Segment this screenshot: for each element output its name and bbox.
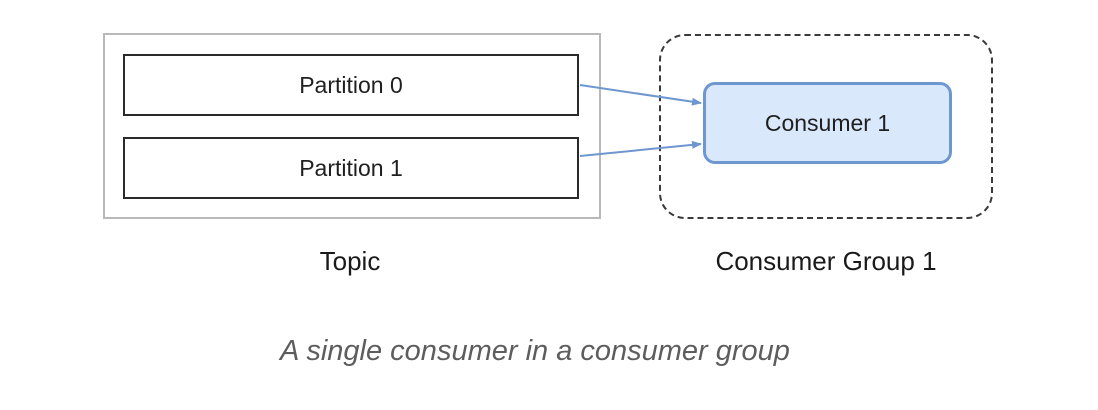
consumer-group-label: Consumer Group 1 (715, 246, 937, 276)
partition-0-box: Partition 0 (123, 54, 579, 116)
figure-caption: A single consumer in a consumer group (280, 335, 790, 367)
consumer-1-label: Consumer 1 (764, 109, 891, 136)
partition-1-label: Partition 1 (299, 154, 403, 181)
partition-0-label: Partition 0 (299, 71, 403, 98)
topic-label: Topic (319, 246, 381, 276)
consumer-1-box: Consumer 1 (703, 82, 952, 164)
consumer-group-container (659, 34, 993, 219)
partition-1-box: Partition 1 (123, 137, 579, 199)
